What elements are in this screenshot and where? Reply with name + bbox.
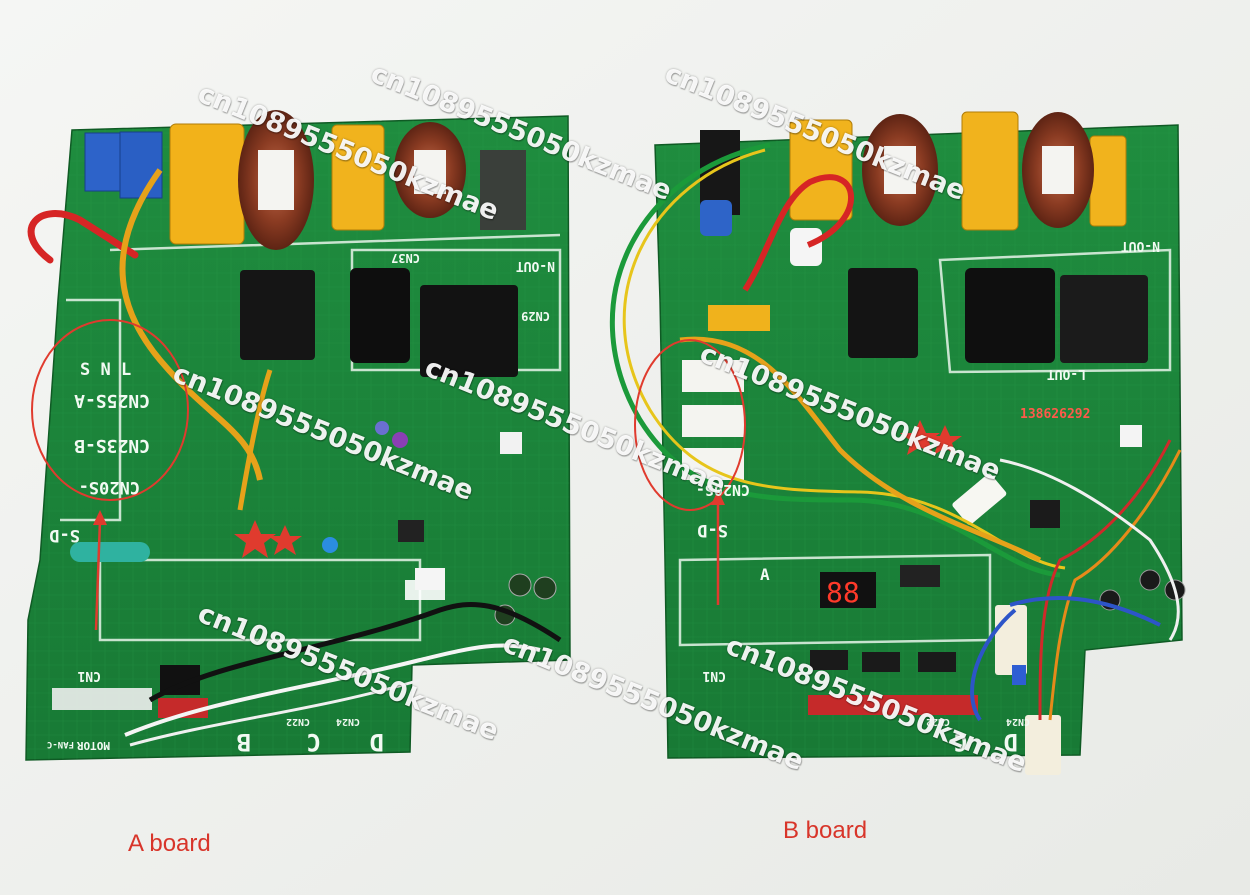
b-label-a: A [760,565,770,584]
a-label-cn24: CN24 [336,716,360,727]
a-blue-cap-2 [119,131,163,199]
a-label-d: D [370,728,384,756]
b-label-n-out: N-OUT [1121,238,1160,253]
b-label-s-d: S-D [697,520,728,540]
a-relay-3 [420,285,518,377]
b-yellow-cap-1 [789,119,853,221]
a-label-n-out: N-OUT [516,258,555,273]
a-label-s-d: S-D [49,525,80,545]
b-display-digits: 88 [826,576,860,609]
b-display [820,572,876,608]
b-label-d: D [1004,728,1018,756]
b-yellow-cap-2 [961,111,1019,231]
a-label-motor: MOTOR [77,739,110,752]
a-label-cn25s-a: CN25S-A [74,390,150,411]
b-label-c: C [954,728,968,756]
caption-b-board: B board [783,817,868,844]
a-relay-1 [240,270,315,360]
a-label-cn1: CN1 [77,668,101,683]
a-label-cn29: CN29 [521,309,550,323]
b-label-phone: 138626292 [1020,407,1090,422]
b-relay-1 [848,268,918,358]
b-blue-cap [700,200,732,236]
a-blue-cap-1 [84,132,124,192]
a-yellow-cap-2 [331,124,385,231]
b-label-cn22: CN22 [926,716,950,727]
a-label-cn23s-b: CN23S-B [74,435,150,456]
b-relay-2 [965,268,1055,363]
b-label-cn24: CN24 [1006,716,1030,727]
a-label-c: C [307,728,321,756]
a-label-cn37: CN37 [391,251,420,265]
b-relay-3 [1060,275,1148,363]
a-relay-2 [350,268,410,363]
board-a [25,110,571,761]
a-label-cn22: CN22 [286,716,310,727]
a-label-fan-c: FAN-C [47,739,74,749]
b-label-cn1: CN1 [702,668,726,683]
board-b: 88 [609,111,1186,775]
a-yellow-cap-1 [169,123,245,245]
a-label-b: B [237,728,251,756]
a-label-cn20s: CN20S- [79,477,140,497]
b-label-cn20s: CN20S- [696,481,750,499]
b-label-l-out: L-OUT [1047,366,1086,381]
caption-a-board: A board [128,830,211,857]
a-label-snl: S N L [80,360,131,380]
